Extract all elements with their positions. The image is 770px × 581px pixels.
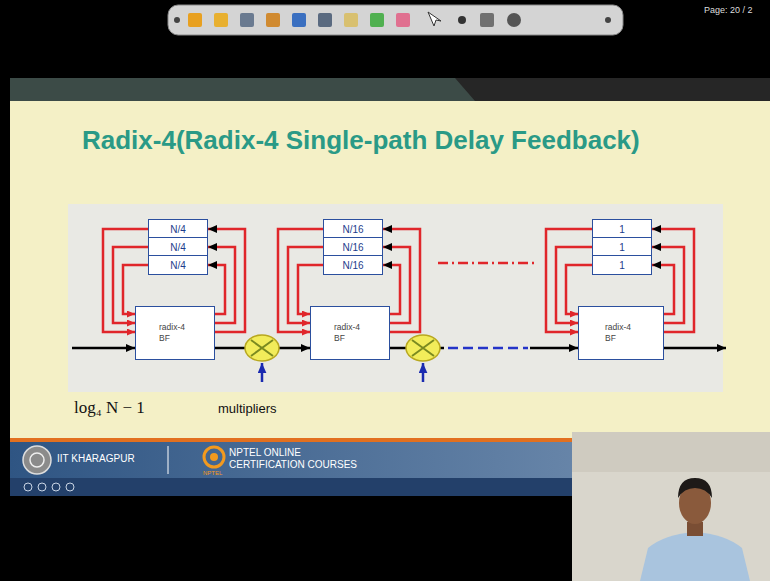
nav-icon: [52, 483, 60, 491]
nptel-logo: [210, 453, 218, 461]
toolbar-icon: [428, 12, 441, 26]
node-text: N/4: [170, 260, 186, 271]
node-text: N/16: [342, 242, 363, 253]
node-text: N/4: [170, 224, 186, 235]
toolbar-icon: [292, 13, 306, 27]
toolbar-icon: [480, 13, 494, 27]
delay-register: 1: [592, 237, 652, 257]
node-text: N/16: [342, 260, 363, 271]
footer-divider: [168, 446, 169, 474]
butterfly-box: radix-4 BF: [310, 306, 390, 360]
delay-register: N/4: [148, 219, 208, 239]
multiplier-symbol: [245, 335, 279, 361]
toolbar-icon: [370, 13, 384, 27]
delay-register: N/16: [323, 255, 383, 275]
output-arrow: [664, 347, 726, 350]
toolbar-icon: [344, 13, 358, 27]
ellipsis-dashes: [438, 262, 536, 265]
nav-icon: [66, 483, 74, 491]
delay-register: N/16: [323, 237, 383, 257]
toolbar-icon: [240, 13, 254, 27]
toolbar-icon: [458, 16, 466, 24]
nptel-logo: [204, 447, 224, 467]
twiddle-arrow: [422, 363, 425, 382]
delay-register: 1: [592, 255, 652, 275]
butterfly-box: radix-4 BF: [135, 306, 215, 360]
toolbar-icon: [266, 13, 280, 27]
annotation-text: multipliers: [218, 402, 277, 417]
presenter-figure: [678, 478, 712, 498]
header-band: [10, 78, 475, 101]
institute-logo: [30, 453, 44, 467]
formula-text: log₄ N − 1: [74, 398, 145, 418]
toolbar-icon: [507, 13, 521, 27]
ellipsis-gap: [444, 343, 530, 353]
toolbar-icon: [396, 13, 410, 27]
toolbar-icon: [214, 13, 228, 27]
node-text: N/16: [342, 224, 363, 235]
delay-register: N/4: [148, 237, 208, 257]
node-text: 1: [619, 242, 625, 253]
butterfly-box: radix-4 BF: [578, 306, 664, 360]
presenter-figure: [687, 522, 703, 536]
ellipsis-dashes: [448, 347, 528, 350]
course-name: NPTEL ONLINE CERTIFICATION COURSES: [229, 447, 379, 470]
multiplier-symbol: [251, 340, 273, 356]
delay-register: N/16: [323, 219, 383, 239]
page-number: Page: 20 / 2: [704, 5, 753, 15]
slide-background: [10, 101, 770, 440]
toolbar-icon: [174, 17, 180, 23]
toolbar: [168, 5, 623, 35]
node-text: radix-4 BF: [334, 322, 366, 343]
delay-register: N/4: [148, 255, 208, 275]
input-arrow: [72, 347, 135, 350]
node-text: radix-4 BF: [605, 322, 637, 343]
nav-icon: [38, 483, 46, 491]
toolbar-icon: [188, 13, 202, 27]
institute-logo: [23, 446, 51, 474]
institute-name: IIT KHARAGPUR: [57, 453, 135, 465]
presenter-video: [572, 432, 770, 472]
diagram-panel: [68, 204, 723, 392]
presenter-video: [572, 432, 770, 581]
node-text: 1: [619, 260, 625, 271]
multiplier-symbol: [412, 340, 434, 356]
toolbar-icon: [318, 13, 332, 27]
toolbar-icon: [605, 17, 611, 23]
presenter-figure: [640, 532, 750, 581]
node-text: radix-4 BF: [159, 322, 191, 343]
header-band: [10, 78, 770, 101]
twiddle-arrow: [261, 363, 264, 382]
node-text: 1: [619, 224, 625, 235]
node-text: N/4: [170, 242, 186, 253]
multiplier-symbol: [406, 335, 440, 361]
nav-icon: [24, 483, 32, 491]
logo-caption: NPTEL: [203, 470, 222, 477]
slide-title: Radix-4(Radix-4 Single-path Delay Feedba…: [82, 124, 642, 157]
delay-register: 1: [592, 219, 652, 239]
